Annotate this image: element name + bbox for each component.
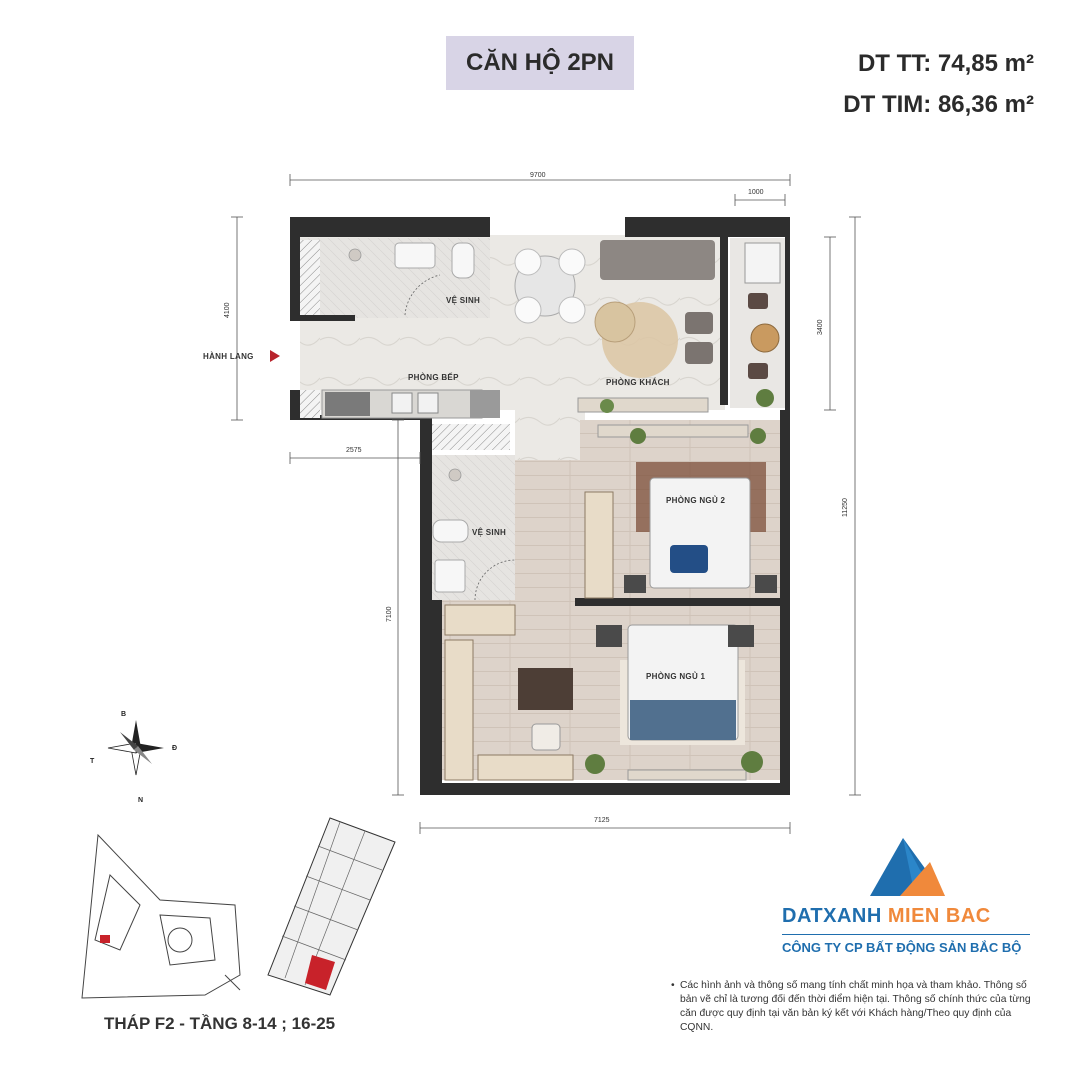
- dim-mid-step: 2575: [346, 447, 362, 454]
- tower-key-plan: [267, 817, 396, 996]
- shelf-icon: [627, 769, 747, 781]
- plant-icon: [585, 754, 605, 774]
- nightstand-icon: [624, 575, 646, 593]
- balcony-table-icon: [750, 323, 780, 353]
- center-wall-area-label: DT TIM: 86,36 m²: [843, 91, 1034, 118]
- shaft-2: [300, 390, 320, 418]
- bench-icon: [477, 754, 574, 781]
- usable-area-label: DT TT: 74,85 m²: [857, 50, 1034, 77]
- chair-icon: [558, 296, 586, 324]
- coffee-table-icon: [594, 301, 636, 343]
- wardrobe-icon: [584, 491, 614, 599]
- nightstand-icon: [596, 625, 622, 647]
- corridor-label: HÀNH LANG: [203, 352, 254, 361]
- compass-icon: [107, 720, 164, 776]
- apartment-type-badge: CĂN HỘ 2PN: [446, 36, 634, 90]
- kitchen-sink-icon-2: [417, 392, 439, 414]
- dim-right-balcony: 3400: [817, 319, 824, 335]
- nightstand-icon: [755, 575, 777, 593]
- note-text: Các hình ảnh và thông số mang tính chất …: [680, 980, 1031, 1033]
- fridge-icon: [325, 392, 370, 416]
- tower-location-marker: [100, 935, 110, 943]
- sink-icon: [394, 242, 436, 269]
- dim-bottom: 7125: [594, 817, 610, 824]
- wardrobe-icon: [444, 639, 474, 781]
- door-swing: [404, 274, 441, 316]
- logo-peak-icon: [900, 862, 945, 896]
- room-label-bathroom-2: VỆ SINH: [472, 528, 507, 537]
- logo-name-part2: MIEN BAC: [887, 905, 991, 927]
- tower-floor-label: THÁP F2 - TẦNG 8-14 ; 16-25: [104, 1014, 336, 1033]
- blanket-icon: [630, 700, 736, 740]
- desk-chair-icon: [531, 723, 561, 751]
- compass-south-label: N: [138, 797, 144, 804]
- dim-left-upper: 4100: [224, 302, 231, 318]
- kitchen-sink-icon: [391, 392, 413, 414]
- pillow-icon: [670, 545, 708, 573]
- logo-name-part1: DATXANH: [782, 905, 882, 927]
- toilet-icon: [432, 519, 469, 543]
- compass-north-label: B: [121, 711, 127, 718]
- chair-icon: [514, 248, 542, 276]
- chair-icon: [514, 296, 542, 324]
- desk-icon: [518, 668, 573, 710]
- balcony-rail: [785, 217, 790, 412]
- plant-icon: [741, 751, 763, 773]
- disclaimer-note: • Các hình ảnh và thông số mang tính chấ…: [671, 979, 1040, 1035]
- plant-icon: [750, 428, 766, 444]
- room-label-living: PHÒNG KHÁCH: [606, 378, 670, 387]
- plant-icon: [600, 399, 614, 413]
- entrance-arrow-icon: [270, 350, 280, 362]
- dim-left-lower: 7100: [386, 606, 393, 622]
- sink-icon: [434, 559, 466, 593]
- dim-top-total: 9700: [530, 172, 546, 179]
- washer-icon: [744, 242, 781, 284]
- floor-drain: [448, 468, 462, 482]
- site-plan-map: [81, 833, 241, 999]
- room-label-kitchen: PHÒNG BẾP: [408, 373, 459, 382]
- shaft-3: [432, 424, 510, 450]
- dim-top-balcony: 1000: [748, 189, 764, 196]
- balcony-chair-icon: [748, 293, 768, 309]
- company-logo-name: DATXANH MIEN BAC: [782, 905, 991, 928]
- armchair-icon: [685, 342, 713, 364]
- room-label-bathroom-1: VỆ SINH: [446, 296, 481, 305]
- armchair-icon: [685, 312, 713, 334]
- room-label-bedroom-1: PHÒNG NGỦ 1: [646, 672, 706, 681]
- stove-icon: [470, 390, 500, 418]
- balcony-chair-icon: [748, 363, 768, 379]
- wardrobe-icon: [444, 604, 516, 636]
- compass-east-label: Đ: [172, 745, 178, 752]
- company-name: CÔNG TY CP BẤT ĐỘNG SẢN BẮC BỘ: [782, 940, 1022, 955]
- floor-drain: [348, 248, 362, 262]
- plant-icon: [756, 389, 774, 407]
- dimension-lines: [231, 174, 861, 834]
- shaft-1: [300, 240, 320, 315]
- note-bullet: •: [671, 980, 675, 991]
- desk-shelf: [597, 424, 749, 438]
- nightstand-icon: [728, 625, 754, 647]
- tv-console: [577, 397, 709, 413]
- compass-west-label: T: [90, 758, 95, 765]
- unit-location-marker: [305, 955, 335, 990]
- sofa-icon: [600, 240, 715, 280]
- dim-right-total: 11250: [842, 498, 849, 517]
- room-label-bedroom-2: PHÒNG NGỦ 2: [666, 496, 726, 505]
- logo-divider: [782, 934, 1030, 935]
- plant-icon: [630, 428, 646, 444]
- toilet-icon: [451, 242, 475, 279]
- chair-icon: [558, 248, 586, 276]
- walls: [290, 217, 790, 795]
